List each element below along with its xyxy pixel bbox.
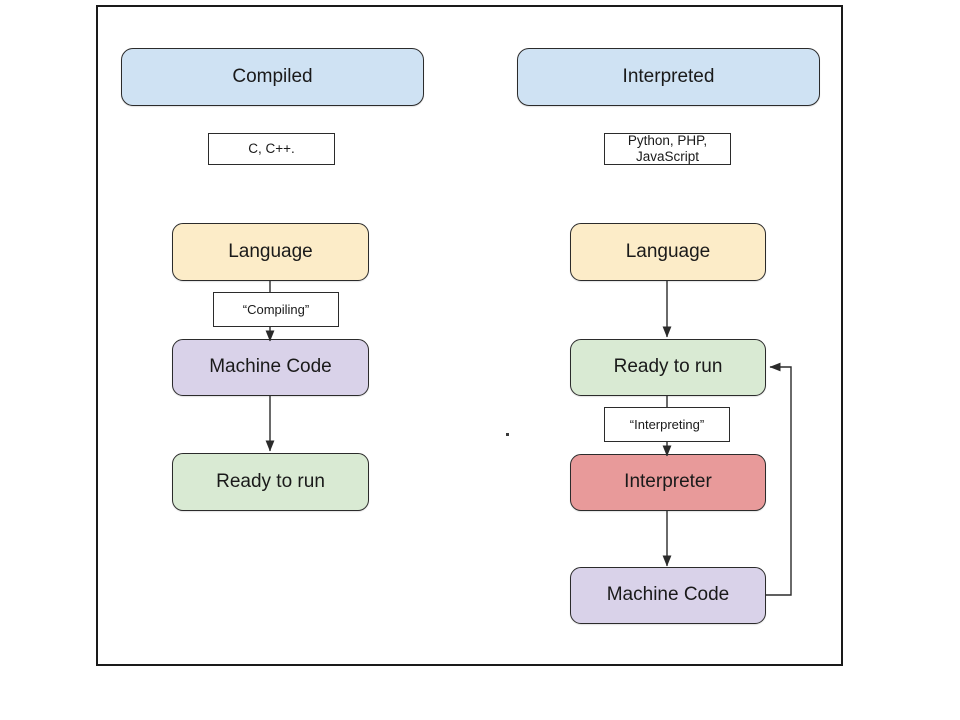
header-interpreted-label: Interpreted: [622, 65, 715, 87]
languages-compiled-label: C, C++.: [248, 140, 295, 156]
node-left-machine-code-label: Machine Code: [209, 356, 332, 378]
edge-label-interpreting: “Interpreting”: [604, 407, 730, 442]
stray-dot-artifact: [506, 433, 509, 436]
node-left-language-label: Language: [228, 240, 313, 262]
languages-compiled-box: C, C++.: [208, 133, 335, 165]
header-compiled: Compiled: [121, 48, 424, 106]
node-right-interpreter: Interpreter: [570, 454, 766, 511]
node-right-machine-code-label: Machine Code: [606, 584, 730, 606]
node-left-language: Language: [172, 223, 369, 281]
node-left-ready-to-run: Ready to run: [172, 453, 369, 511]
languages-interpreted-box: Python, PHP, JavaScript: [604, 133, 731, 165]
node-right-machine-code: Machine Code: [570, 567, 766, 624]
languages-interpreted-line2: JavaScript: [635, 149, 700, 164]
header-compiled-label: Compiled: [232, 65, 313, 87]
node-right-language: Language: [570, 223, 766, 281]
edge-label-compiling: “Compiling”: [213, 292, 339, 327]
diagram-frame: [96, 5, 843, 666]
node-left-ready-to-run-label: Ready to run: [216, 470, 325, 492]
node-right-ready-to-run-label: Ready to run: [613, 356, 723, 378]
node-right-interpreter-label: Interpreter: [624, 471, 712, 493]
header-interpreted: Interpreted: [517, 48, 820, 106]
node-right-language-label: Language: [625, 240, 711, 262]
edge-label-compiling-text: “Compiling”: [242, 301, 310, 317]
node-left-machine-code: Machine Code: [172, 339, 369, 396]
node-right-ready-to-run: Ready to run: [570, 339, 766, 396]
languages-interpreted-line1: Python, PHP,: [627, 132, 708, 148]
edge-label-interpreting-text: “Interpreting”: [629, 416, 705, 432]
